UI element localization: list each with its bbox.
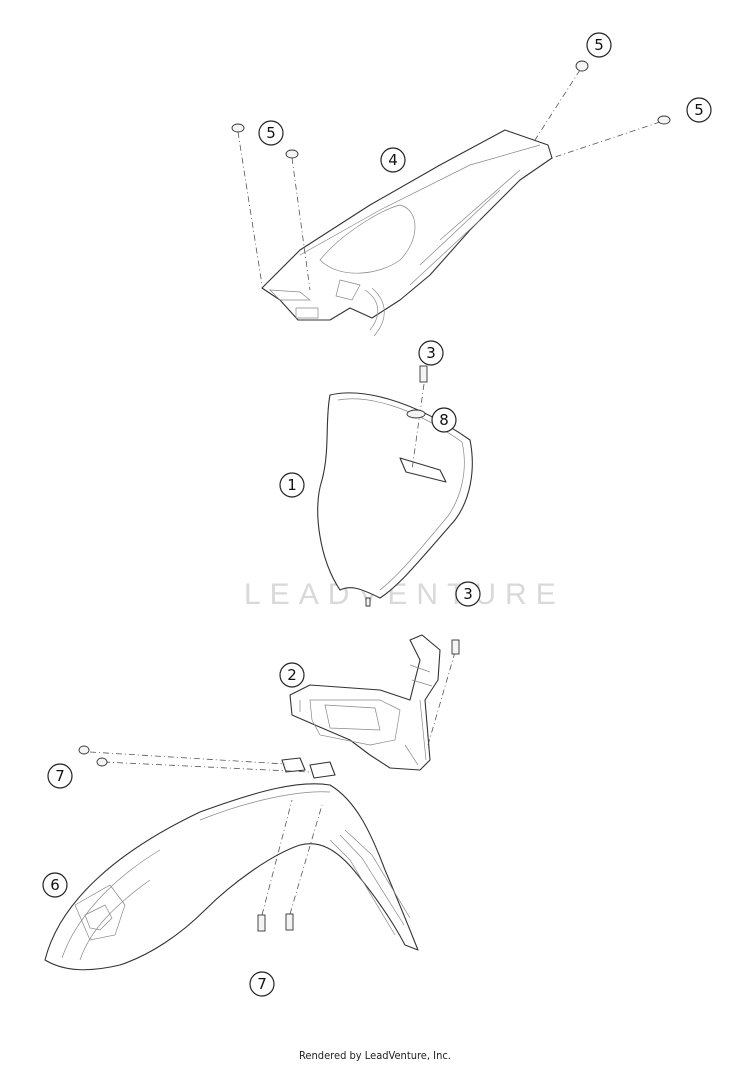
svg-text:7: 7 — [55, 767, 65, 785]
part-2-headlight-mask — [289, 634, 441, 771]
part-7-screw-a — [257, 914, 266, 932]
part-5-nut-a — [231, 123, 245, 133]
part-1-number-plate — [317, 392, 473, 607]
callout-3-mid: 3 — [455, 581, 481, 607]
callout-6: 6 — [42, 872, 68, 898]
render-credit: Rendered by LeadVenture, Inc. — [299, 1049, 451, 1062]
part-7-nut-b — [96, 757, 108, 767]
callout-5-left: 5 — [258, 120, 284, 146]
callout-4: 4 — [380, 147, 406, 173]
svg-text:1: 1 — [287, 476, 297, 494]
svg-text:4: 4 — [388, 151, 398, 169]
svg-text:5: 5 — [694, 101, 704, 119]
svg-text:2: 2 — [287, 666, 297, 684]
callout-7-left: 7 — [47, 763, 73, 789]
part-6-front-fender — [44, 757, 419, 971]
callout-5-top: 5 — [586, 32, 612, 58]
part-7-screw-b — [285, 913, 294, 931]
callout-1: 1 — [279, 472, 305, 498]
svg-text:5: 5 — [266, 124, 276, 142]
part-3-screw-a — [419, 365, 428, 383]
svg-text:7: 7 — [257, 975, 267, 993]
part-5-nut-c — [575, 60, 589, 72]
svg-text:8: 8 — [439, 411, 449, 429]
fasteners — [78, 60, 671, 932]
callout-2: 2 — [279, 662, 305, 688]
leader-lines — [89, 69, 661, 916]
part-4-rear-fender — [261, 129, 553, 337]
callout-5-right: 5 — [686, 97, 712, 123]
svg-text:3: 3 — [426, 344, 436, 362]
callout-8: 8 — [431, 407, 457, 433]
part-7-nut-a — [78, 745, 90, 755]
part-5-nut-b — [285, 149, 299, 159]
part-8-washer — [406, 409, 426, 419]
svg-text:3: 3 — [463, 585, 473, 603]
watermark-text: LEADVENTURE — [244, 578, 565, 611]
callout-7-bottom: 7 — [249, 971, 275, 997]
svg-text:5: 5 — [594, 36, 604, 54]
part-3-screw-b — [451, 639, 460, 655]
part-5-nut-d — [657, 115, 671, 125]
svg-text:6: 6 — [50, 876, 60, 894]
callout-3-top: 3 — [418, 340, 444, 366]
